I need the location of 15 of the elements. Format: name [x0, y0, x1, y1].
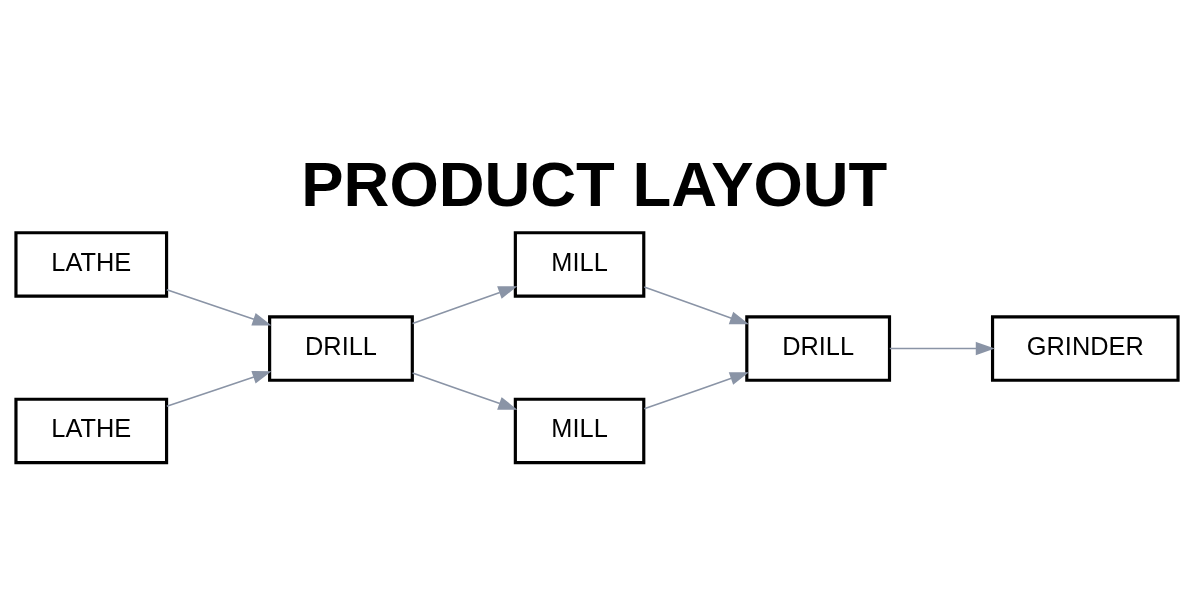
node-box: GRINDER — [990, 315, 1180, 382]
arrow — [411, 286, 518, 325]
arrow — [643, 372, 749, 410]
node-box: LATHE — [14, 397, 169, 465]
node-box: MILL — [513, 397, 646, 465]
diagram-title: PRODUCT LAYOUT — [301, 148, 888, 219]
node-box: MILL — [513, 231, 646, 298]
arrow — [166, 288, 272, 326]
node-box: DRILL — [268, 315, 414, 382]
arrow — [643, 286, 749, 325]
node-box: LATHE — [14, 231, 169, 298]
arrow — [889, 341, 995, 356]
arrow — [411, 372, 518, 410]
node-box: DRILL — [745, 315, 892, 382]
arrow — [166, 370, 272, 407]
